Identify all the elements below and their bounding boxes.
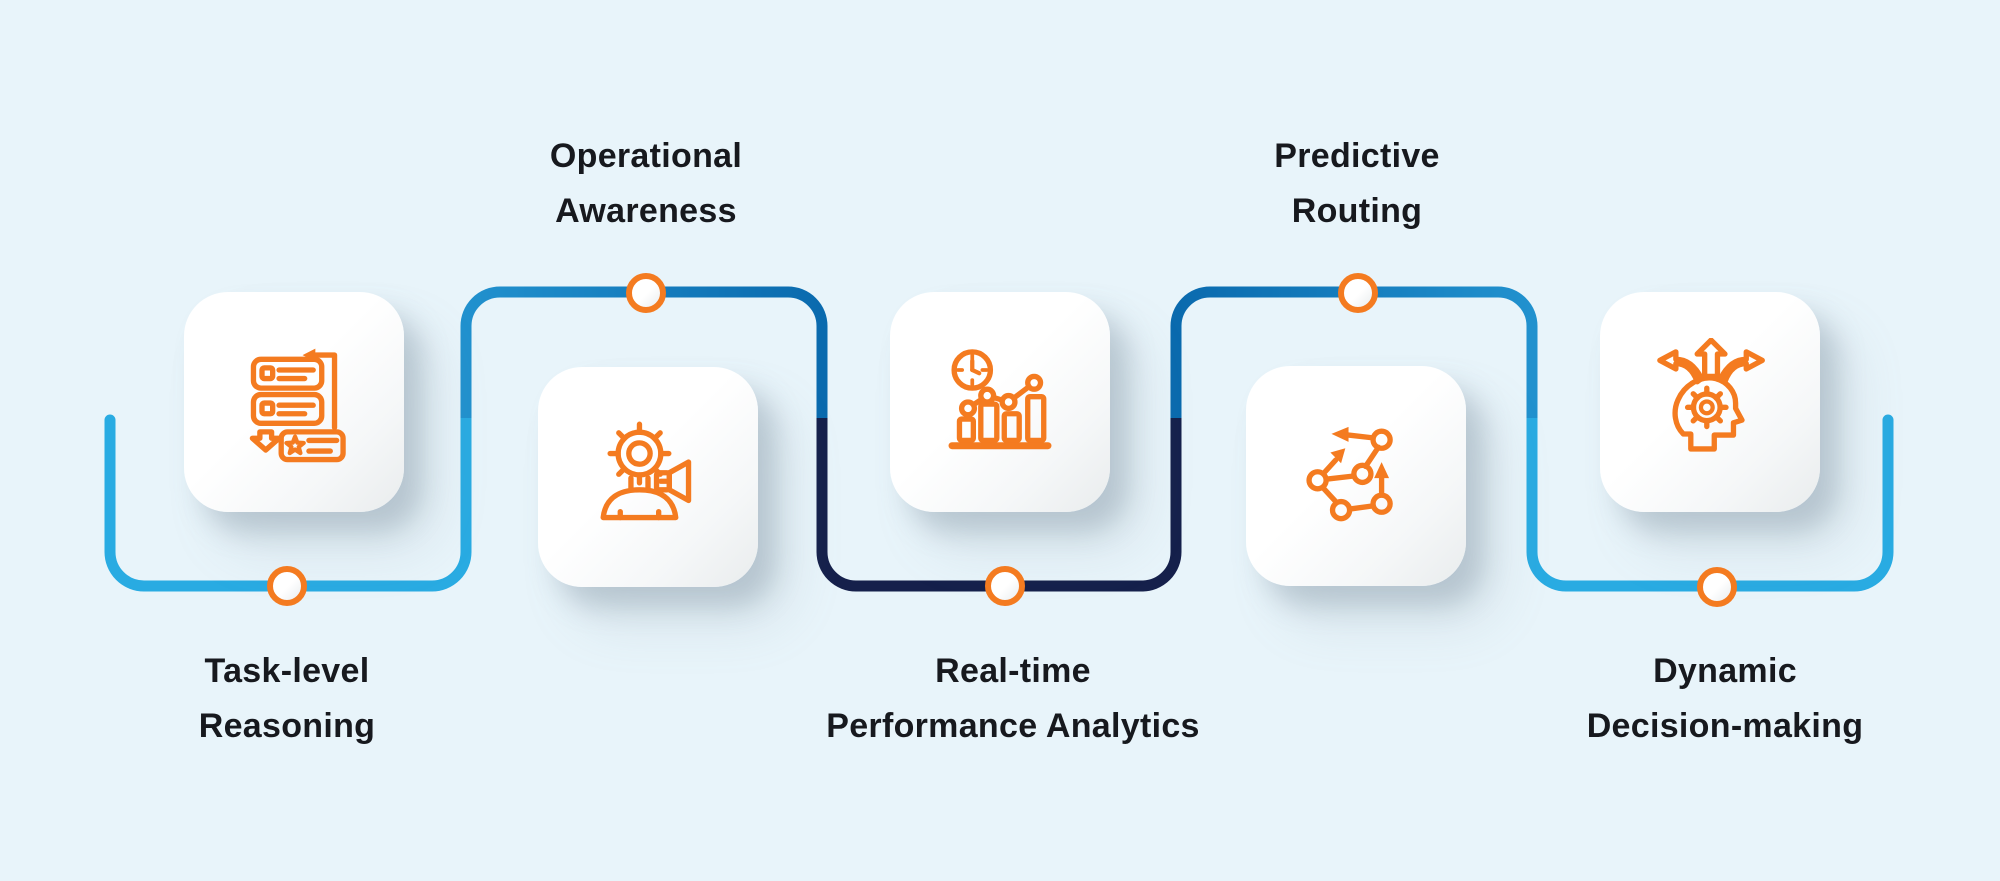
label-line: Predictive: [1274, 137, 1440, 175]
milestone-node-4: [1338, 273, 1378, 313]
step-label-task-level-reasoning: Task-level Reasoning: [57, 644, 517, 754]
label-line: Routing: [1291, 192, 1423, 230]
step-label-predictive-routing: Predictive Routing: [1127, 129, 1587, 239]
step-label-dynamic-decision-making: Dynamic Decision-making: [1495, 644, 1955, 754]
step-card-predictive-routing: [1246, 366, 1466, 586]
step-label-operational-awareness: Operational Awareness: [416, 129, 876, 239]
milestone-node-2: [626, 273, 666, 313]
gear-head-megaphone-icon: [600, 421, 692, 521]
decision-head-icon: [1657, 338, 1765, 452]
label-line: Performance Analytics: [826, 707, 1200, 745]
milestone-node-1: [267, 566, 307, 606]
label-line: Operational: [549, 137, 743, 175]
task-list-icon: [249, 348, 346, 463]
network-routing-icon: [1306, 426, 1393, 522]
realtime-analytics-icon: [948, 349, 1052, 450]
label-line: Real-time: [935, 652, 1091, 690]
milestone-node-5: [1697, 567, 1737, 607]
step-card-task-level-reasoning: [184, 292, 404, 512]
milestone-node-3: [985, 566, 1025, 606]
step-card-operational-awareness: [538, 367, 758, 587]
label-line: Awareness: [555, 192, 737, 230]
label-line: Task-level: [204, 652, 370, 690]
label-line: Dynamic: [1653, 652, 1797, 690]
step-card-realtime-analytics: [890, 292, 1110, 512]
step-card-dynamic-decision-making: [1600, 292, 1820, 512]
label-line: Reasoning: [198, 707, 376, 745]
step-label-realtime-performance-analytics: Real-time Performance Analytics: [783, 644, 1243, 754]
label-line: Decision-making: [1586, 707, 1864, 745]
